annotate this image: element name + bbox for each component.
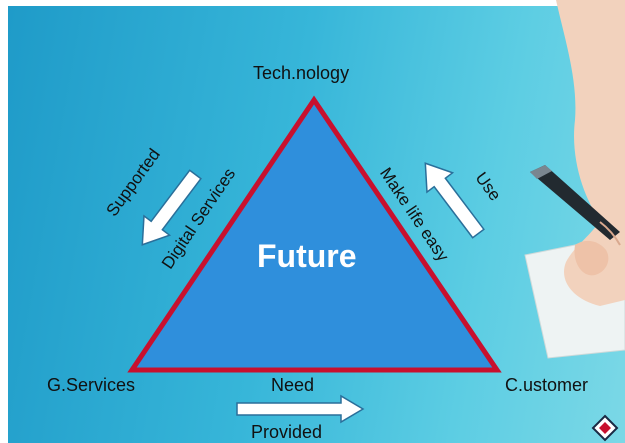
bottom-arrow-label: Provided: [251, 422, 323, 442]
vertex-label-left: G.Services: [47, 375, 136, 395]
center-label: Future: [257, 238, 357, 274]
future-triangle: [127, 95, 502, 373]
corner-logo-icon: [591, 414, 619, 442]
vertex-label-top: Tech.nology: [253, 63, 350, 83]
use-arrow-icon: [424, 162, 485, 239]
slide-top-border: [0, 0, 625, 6]
hand-with-pen-image: [524, 0, 625, 359]
bottom-side-label: Need: [271, 375, 315, 395]
provided-arrow-icon: [236, 394, 365, 424]
vertex-label-right: C.ustomer: [505, 375, 589, 395]
supported-arrow-icon: [141, 169, 202, 246]
slide-left-border: [0, 0, 8, 443]
